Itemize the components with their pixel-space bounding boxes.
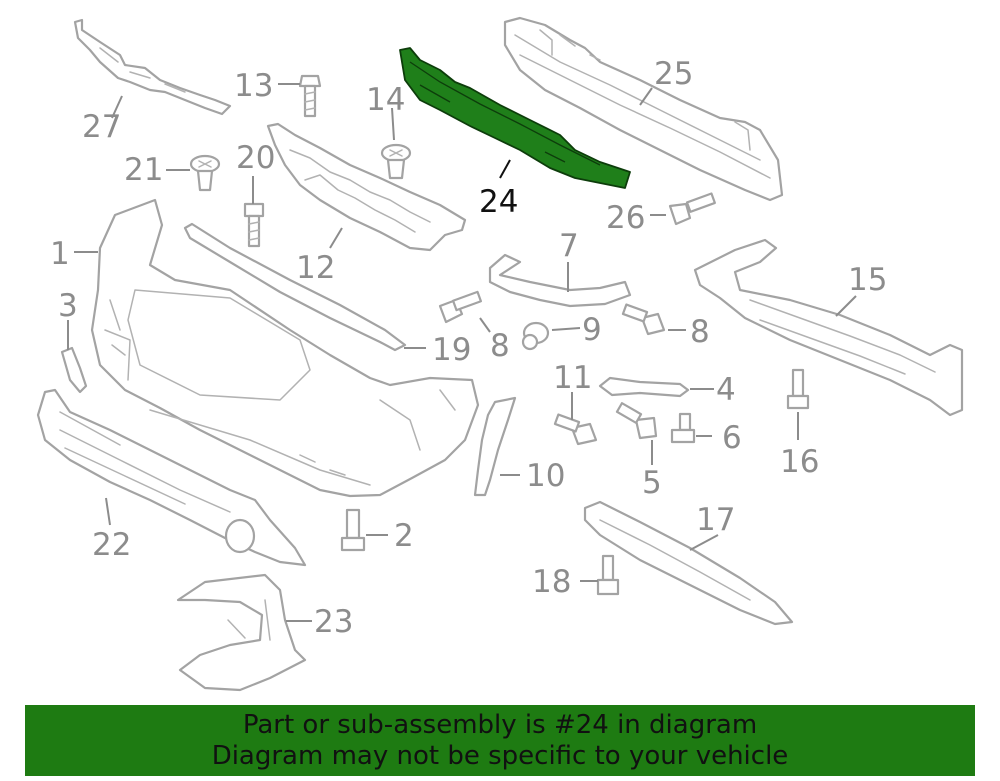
callout-7: 7 — [559, 228, 579, 264]
callout-3: 3 — [58, 288, 78, 324]
part-22-lower-grille[interactable] — [36, 388, 307, 567]
part-1-bumper-cover[interactable] — [90, 198, 480, 498]
callout-17: 17 — [696, 502, 735, 538]
part-8-bolt-a[interactable] — [438, 290, 483, 324]
callout-labels: 27 13 14 24 25 21 20 12 26 1 3 7 15 8 9 … — [50, 56, 887, 640]
callout-8-left: 8 — [490, 328, 510, 364]
callout-15: 15 — [848, 262, 887, 298]
part-14-clip[interactable] — [380, 143, 412, 180]
callout-18: 18 — [532, 564, 571, 600]
callout-5: 5 — [642, 465, 662, 501]
callout-10: 10 — [526, 458, 565, 494]
callout-2: 2 — [394, 518, 414, 554]
leader-lines — [67, 83, 857, 622]
callout-1: 1 — [50, 236, 70, 272]
info-banner: Part or sub-assembly is #24 in diagram D… — [25, 705, 975, 776]
callout-14: 14 — [366, 82, 405, 118]
callout-4: 4 — [716, 372, 736, 408]
part-17-strip[interactable] — [583, 500, 794, 626]
part-21-clip[interactable] — [189, 154, 221, 192]
callout-24: 24 — [479, 184, 518, 220]
part-8-bolt-b[interactable] — [621, 303, 666, 336]
callout-22: 22 — [92, 527, 131, 563]
part-27-bracket[interactable] — [73, 18, 232, 116]
part-15-absorber[interactable] — [693, 238, 964, 417]
callout-9: 9 — [582, 312, 602, 348]
callout-16: 16 — [780, 444, 819, 480]
callout-11: 11 — [553, 360, 592, 396]
callout-19: 19 — [432, 332, 471, 368]
part-3-bracket[interactable] — [60, 346, 88, 394]
part-5-bolt[interactable] — [615, 402, 658, 440]
callout-23: 23 — [314, 604, 353, 640]
part-26-bolt[interactable] — [668, 192, 716, 226]
banner-line-2: Diagram may not be specific to your vehi… — [211, 741, 789, 771]
callout-25: 25 — [654, 56, 693, 92]
callout-13: 13 — [234, 68, 273, 104]
callout-26: 26 — [606, 200, 645, 236]
part-13-bolt[interactable] — [298, 74, 322, 118]
part-12-grille-bracket[interactable] — [266, 122, 467, 252]
part-19-strip[interactable] — [183, 222, 407, 352]
part-7-bracket[interactable] — [488, 253, 632, 308]
part-4-bracket[interactable] — [598, 376, 690, 398]
part-20-bolt[interactable] — [243, 202, 265, 248]
callout-20: 20 — [236, 140, 275, 176]
callout-21: 21 — [124, 152, 163, 188]
part-23-trim[interactable] — [176, 573, 307, 692]
part-24-absorber[interactable] — [399, 47, 631, 189]
part-2-bolt[interactable] — [340, 508, 366, 552]
part-16-bolt[interactable] — [786, 368, 810, 410]
part-10-bracket[interactable] — [473, 396, 517, 497]
callout-8-right: 8 — [690, 314, 710, 350]
part-9-clip[interactable] — [521, 321, 550, 351]
part-6-bolt[interactable] — [670, 412, 696, 444]
banner-line-1: Part or sub-assembly is #24 in diagram — [242, 710, 758, 740]
callout-27: 27 — [82, 109, 121, 145]
callout-12: 12 — [296, 250, 335, 286]
part-11-bolt[interactable] — [553, 413, 598, 446]
part-18-bolt[interactable] — [596, 554, 620, 596]
part-25-reinforcement[interactable] — [503, 16, 784, 202]
callout-6: 6 — [722, 420, 742, 456]
